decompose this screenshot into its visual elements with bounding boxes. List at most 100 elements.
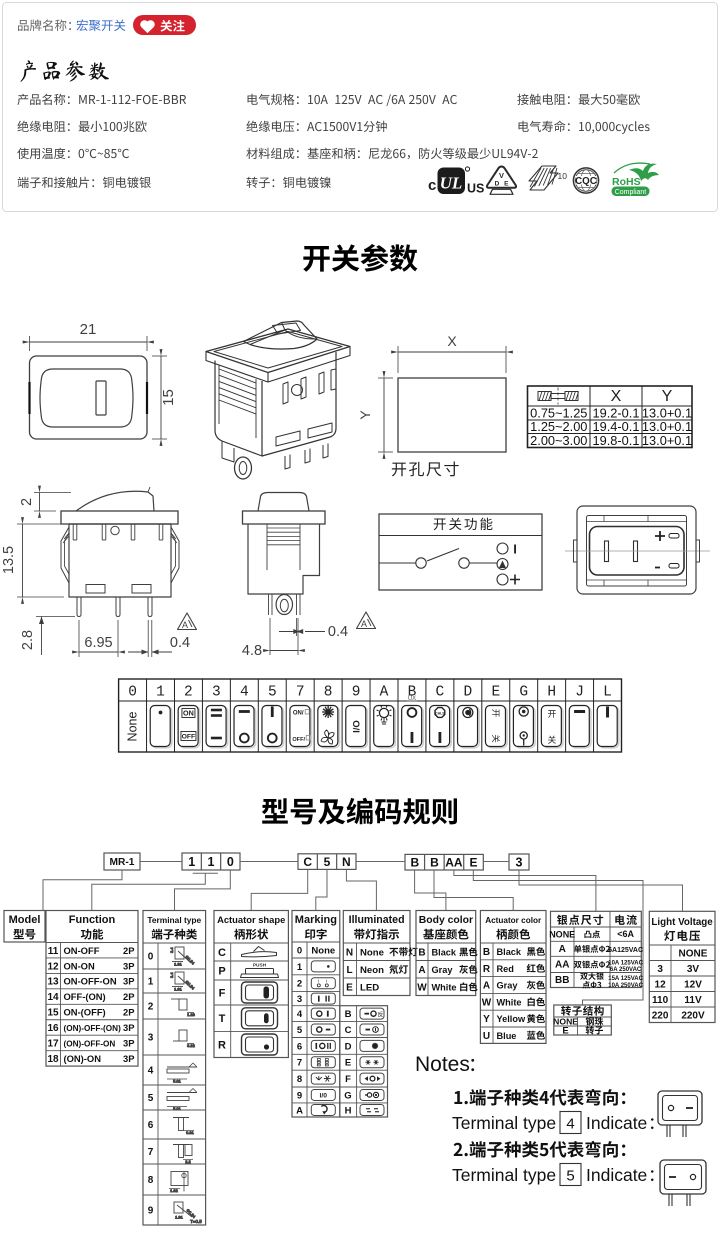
svg-text:(ON)-OFF-(ON): (ON)-OFF-(ON)	[64, 1024, 122, 1033]
svg-text:H: H	[345, 1105, 352, 1116]
svg-text:NONE: NONE	[553, 1016, 578, 1026]
svg-text:5: 5	[148, 1093, 154, 1104]
svg-text:B: B	[408, 685, 417, 701]
svg-text:220V: 220V	[681, 1010, 705, 1021]
svg-text:Indicate: Indicate	[586, 1113, 647, 1133]
svg-text:2.2: 2.2	[185, 1159, 191, 1164]
svg-text:Indicate: Indicate	[586, 1165, 647, 1185]
svg-text:E: E	[469, 856, 477, 870]
svg-text:9: 9	[297, 1090, 302, 1101]
svg-text:3P: 3P	[123, 1022, 134, 1033]
svg-text:A: A	[182, 620, 188, 630]
svg-text:White: White	[432, 982, 457, 992]
svg-text:19.2-0.1: 19.2-0.1	[593, 405, 640, 420]
svg-text:Actuator color: Actuator color	[485, 916, 542, 925]
svg-text:CQC: CQC	[575, 176, 597, 187]
svg-text:L: L	[346, 965, 352, 976]
svg-text:OFF-(ON): OFF-(ON)	[64, 991, 106, 1002]
svg-text:None: None	[126, 712, 140, 742]
svg-text:B: B	[483, 947, 490, 958]
svg-text:D: D	[463, 685, 472, 701]
svg-text:U: U	[483, 1031, 490, 1042]
svg-text:4.8: 4.8	[242, 643, 262, 659]
svg-text:2P: 2P	[123, 945, 134, 956]
svg-text:W: W	[417, 982, 427, 993]
svg-text:7: 7	[297, 1058, 302, 1069]
svg-text:White: White	[497, 997, 522, 1007]
svg-text:0.4: 0.4	[170, 635, 190, 651]
svg-text:220: 220	[652, 1010, 669, 1021]
svg-text:7: 7	[148, 1147, 154, 1158]
svg-text:V: V	[499, 171, 504, 180]
svg-text:2: 2	[19, 498, 35, 506]
svg-text:3.4: 3.4	[169, 947, 174, 953]
svg-text:OFF/: OFF/	[292, 737, 305, 743]
svg-text:8: 8	[324, 685, 333, 701]
svg-text:1.25~2.00: 1.25~2.00	[530, 419, 587, 434]
svg-text:UL: UL	[440, 174, 463, 193]
svg-text:1: 1	[208, 855, 215, 869]
svg-text:A: A	[483, 981, 490, 992]
svg-text:I: I	[326, 979, 327, 984]
svg-text:10: 10	[558, 171, 568, 181]
svg-text:LED: LED	[360, 982, 379, 993]
svg-text:2.00~3.00: 2.00~3.00	[530, 433, 587, 448]
svg-text:21: 21	[80, 321, 97, 338]
svg-text:2: 2	[148, 1002, 154, 1013]
svg-text:15: 15	[160, 389, 177, 406]
svg-text:6.95: 6.95	[84, 635, 112, 651]
svg-text:US: US	[467, 182, 484, 196]
svg-text:3.22: 3.22	[187, 1043, 196, 1048]
svg-text:3P: 3P	[123, 976, 134, 987]
svg-text:3: 3	[297, 994, 302, 1005]
svg-text:F: F	[345, 1074, 351, 1085]
svg-text:Y: Y	[357, 410, 373, 420]
svg-text:7: 7	[296, 685, 305, 701]
svg-text:T=0.5: T=0.5	[190, 1219, 202, 1224]
svg-text:B: B	[410, 856, 419, 870]
svg-text:6A125VAC: 6A125VAC	[608, 947, 643, 954]
svg-text:Terminal type: Terminal type	[452, 1113, 556, 1133]
svg-text:6: 6	[148, 1120, 154, 1131]
svg-text:W: W	[482, 997, 492, 1008]
svg-text:11: 11	[48, 946, 59, 957]
svg-text:(ON)-ON: (ON)-ON	[64, 1053, 102, 1064]
svg-text:I: I	[513, 542, 517, 557]
svg-text:Yellow: Yellow	[497, 1014, 526, 1024]
svg-text:C: C	[345, 1025, 352, 1036]
svg-text:Gray: Gray	[497, 981, 519, 991]
svg-text:N: N	[342, 855, 351, 869]
svg-text:13.0+0.1: 13.0+0.1	[642, 433, 692, 448]
svg-text:3: 3	[212, 685, 221, 701]
svg-text:5.01: 5.01	[173, 1079, 182, 1084]
svg-text:A: A	[418, 965, 425, 976]
svg-text:19.4-0.1: 19.4-0.1	[593, 419, 640, 434]
svg-text:0.4: 0.4	[328, 624, 348, 640]
svg-text:1.92: 1.92	[170, 1188, 179, 1193]
svg-text:15: 15	[47, 1008, 59, 1019]
svg-text:12: 12	[47, 961, 59, 972]
svg-text:1: 1	[156, 685, 165, 701]
svg-text:3: 3	[657, 964, 663, 975]
svg-text:D: D	[495, 180, 500, 187]
svg-text:13.5: 13.5	[1, 546, 17, 574]
svg-text:2P: 2P	[123, 991, 134, 1002]
svg-text:AA: AA	[445, 856, 463, 870]
svg-text:None: None	[360, 947, 384, 958]
svg-text:X: X	[447, 333, 457, 349]
svg-text:A: A	[361, 619, 367, 629]
svg-text:ON/: ON/	[293, 711, 304, 717]
svg-text:B: B	[418, 947, 425, 958]
svg-text:R: R	[218, 1039, 226, 1051]
svg-text:4: 4	[148, 1066, 154, 1077]
svg-text:2P: 2P	[123, 1007, 134, 1018]
svg-text:5: 5	[268, 685, 277, 701]
svg-text:9: 9	[352, 685, 361, 701]
svg-text:Black: Black	[432, 947, 457, 957]
svg-text:NONE: NONE	[679, 948, 708, 959]
svg-text:1.28: 1.28	[187, 1012, 196, 1017]
svg-text:Black: Black	[497, 947, 522, 957]
svg-text:5: 5	[324, 855, 331, 869]
svg-text:Marking: Marking	[295, 914, 337, 926]
svg-text:10A 250VAC: 10A 250VAC	[608, 983, 643, 989]
